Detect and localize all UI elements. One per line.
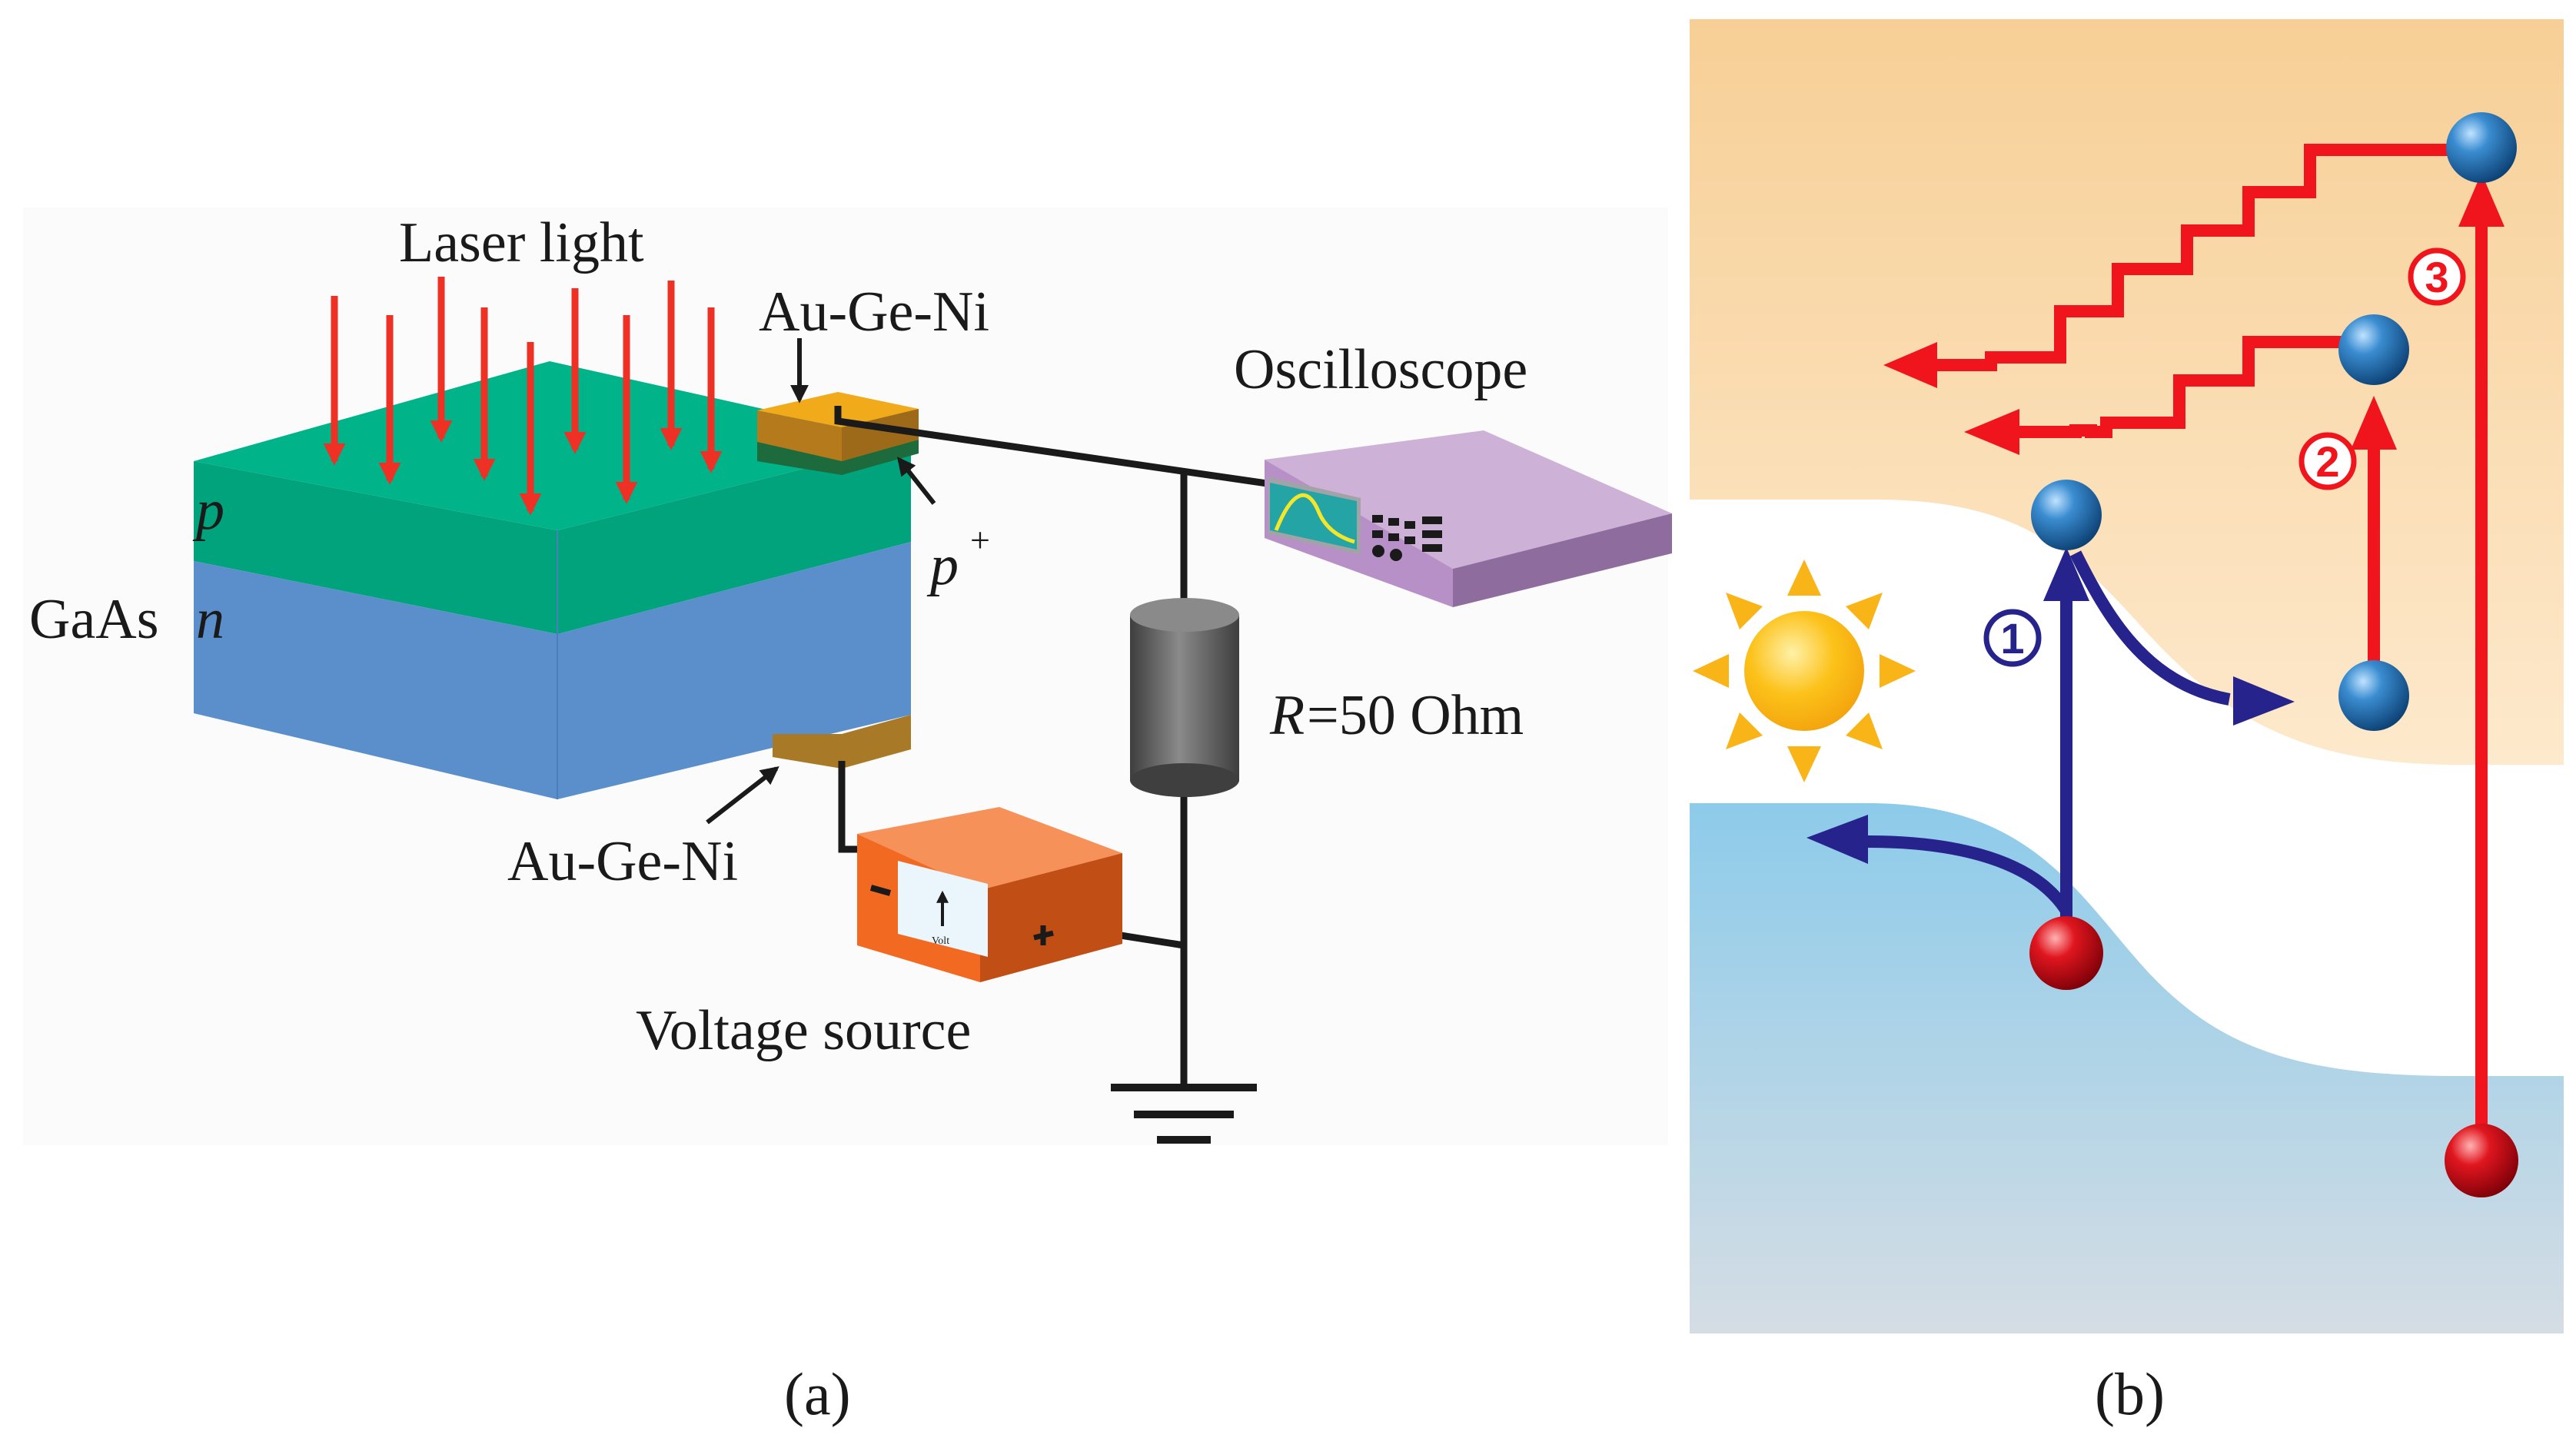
transition-3 bbox=[1883, 144, 2505, 1153]
step-marker-2: 2 bbox=[2298, 432, 2357, 490]
terminal-minus bbox=[869, 885, 892, 896]
gaas-block bbox=[194, 361, 911, 799]
panel-b: 1 2 3 (b) bbox=[1690, 19, 2564, 1427]
electron bbox=[2446, 112, 2517, 183]
step-marker-3: 3 bbox=[2408, 247, 2466, 306]
transition-1 bbox=[1807, 547, 2295, 938]
p-layer-front bbox=[194, 442, 911, 634]
laser-arrows bbox=[323, 277, 723, 516]
resistor-value-label: =50 Ohm bbox=[1307, 684, 1524, 747]
oscilloscope-waveform bbox=[1274, 493, 1355, 544]
oscilloscope bbox=[1265, 430, 1672, 607]
valence-band bbox=[1690, 803, 2564, 1333]
step-label-3: 3 bbox=[2425, 253, 2448, 301]
contact-bottom-shape bbox=[773, 715, 911, 769]
step-label-2: 2 bbox=[2315, 437, 2339, 486]
wire-bottom bbox=[838, 761, 857, 853]
hole bbox=[2029, 916, 2103, 990]
pointer-p-plus bbox=[897, 457, 936, 505]
gaas-label: GaAs bbox=[29, 588, 159, 651]
contact-bottom-label: Au-Ge-Ni bbox=[507, 830, 738, 893]
step-label-1: 1 bbox=[2000, 614, 2024, 663]
relaxation-staircase-3 bbox=[1930, 144, 2460, 371]
electron bbox=[2031, 480, 2102, 550]
label-pointers bbox=[706, 338, 936, 825]
voltage-source-top bbox=[857, 807, 1122, 890]
carriers bbox=[2029, 112, 2518, 1197]
p-plus-label: p bbox=[926, 534, 959, 597]
p-layer-label: p bbox=[192, 479, 224, 542]
voltage-source-side bbox=[980, 853, 1122, 982]
contact-top-right bbox=[842, 409, 919, 461]
caption-a: (a) bbox=[784, 1360, 851, 1427]
resistor bbox=[1130, 598, 1239, 797]
oscilloscope-buttons bbox=[1372, 515, 1442, 561]
p-plus-superscript: + bbox=[970, 520, 990, 560]
electron bbox=[2338, 314, 2409, 385]
n-layer-front bbox=[194, 542, 911, 799]
conduction-band bbox=[1690, 19, 2564, 765]
electron-relax-arrow bbox=[2069, 550, 2231, 706]
wire-source bbox=[1110, 930, 1185, 949]
n-layer-label: n bbox=[196, 588, 224, 651]
pointer-bottom-contact bbox=[706, 766, 779, 825]
top-contact bbox=[757, 392, 919, 475]
voltage-source: Volt bbox=[857, 807, 1122, 982]
meter-unit-label: Volt bbox=[932, 935, 949, 947]
panel-a: Volt Laser light Au-Ge-Ni Oscilloscope R… bbox=[23, 208, 1672, 1427]
terminal-plus bbox=[1033, 925, 1054, 945]
transition-2 bbox=[1964, 336, 2397, 676]
resistor-symbol-label: R bbox=[1269, 684, 1305, 747]
relaxation-staircase-2 bbox=[2014, 336, 2352, 438]
ground-icon bbox=[1111, 1084, 1257, 1144]
oscilloscope-side bbox=[1453, 513, 1672, 607]
hole-relax-arrow bbox=[1867, 835, 2072, 915]
wires bbox=[834, 406, 1273, 1084]
oscilloscope-top bbox=[1265, 430, 1672, 569]
wire-top bbox=[834, 406, 1273, 488]
voltage-source-label: Voltage source bbox=[636, 999, 971, 1062]
step-marker-1: 1 bbox=[1983, 609, 2042, 667]
contact-top-label: Au-Ge-Ni bbox=[759, 281, 989, 344]
p-layer-top bbox=[194, 361, 911, 530]
laser-light-label: Laser light bbox=[399, 211, 644, 274]
caption-b: (b) bbox=[2095, 1360, 2165, 1427]
hole bbox=[2445, 1124, 2518, 1197]
sun-icon bbox=[1693, 560, 1916, 782]
bottom-contact bbox=[773, 715, 911, 769]
oscilloscope-label: Oscilloscope bbox=[1234, 338, 1527, 401]
electron bbox=[2338, 660, 2409, 731]
